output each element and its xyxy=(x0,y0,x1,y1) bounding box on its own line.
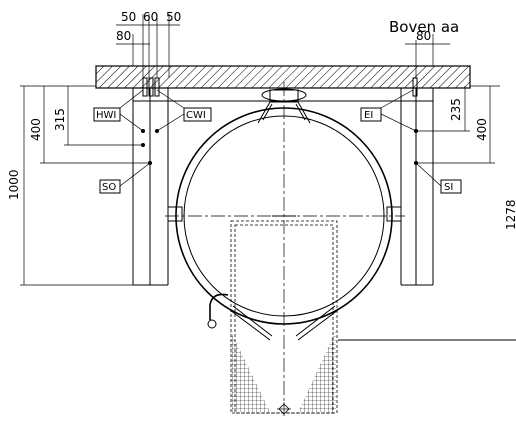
dim-right-1278: 1278 xyxy=(504,199,516,230)
label-cwi: CWI xyxy=(156,89,212,132)
ceiling-slab xyxy=(95,65,471,89)
svg-text:SI: SI xyxy=(444,182,453,193)
svg-text:EI: EI xyxy=(364,110,373,121)
label-so: SO xyxy=(99,162,151,194)
connection-labels: HWI CWI SO EI SI xyxy=(93,89,462,194)
dim-left-400: 400 xyxy=(29,118,43,141)
dim-top-50-right: 50 xyxy=(166,10,181,24)
drain-symbol xyxy=(277,402,291,416)
outlet-pipe xyxy=(207,293,229,329)
left-frame xyxy=(132,88,183,286)
svg-text:SO: SO xyxy=(102,182,116,193)
center-lines xyxy=(165,82,405,412)
label-si: SI xyxy=(415,162,462,194)
dim-left-315: 315 xyxy=(53,108,67,131)
dim-top-50-left: 50 xyxy=(121,10,136,24)
dim-right-400: 400 xyxy=(475,118,489,141)
svg-text:HWI: HWI xyxy=(96,110,116,121)
dim-top-80-right: 80 xyxy=(416,29,431,43)
label-hwi: HWI xyxy=(93,89,144,132)
cone-section xyxy=(229,220,516,416)
label-ei: EI xyxy=(360,89,417,132)
right-dimensions: 235 400 1278 xyxy=(416,85,516,230)
dim-top-80-left: 80 xyxy=(116,29,131,43)
left-dimensions: 1000 400 315 xyxy=(7,85,150,286)
dim-right-235: 235 xyxy=(449,98,463,121)
dim-left-1000: 1000 xyxy=(7,169,21,200)
view-label: Boven aa xyxy=(389,18,459,36)
svg-text:CWI: CWI xyxy=(186,110,206,121)
top-dimensions: 50 60 50 80 80 xyxy=(116,10,450,78)
dim-top-60: 60 xyxy=(143,10,158,24)
right-frame xyxy=(386,88,434,286)
